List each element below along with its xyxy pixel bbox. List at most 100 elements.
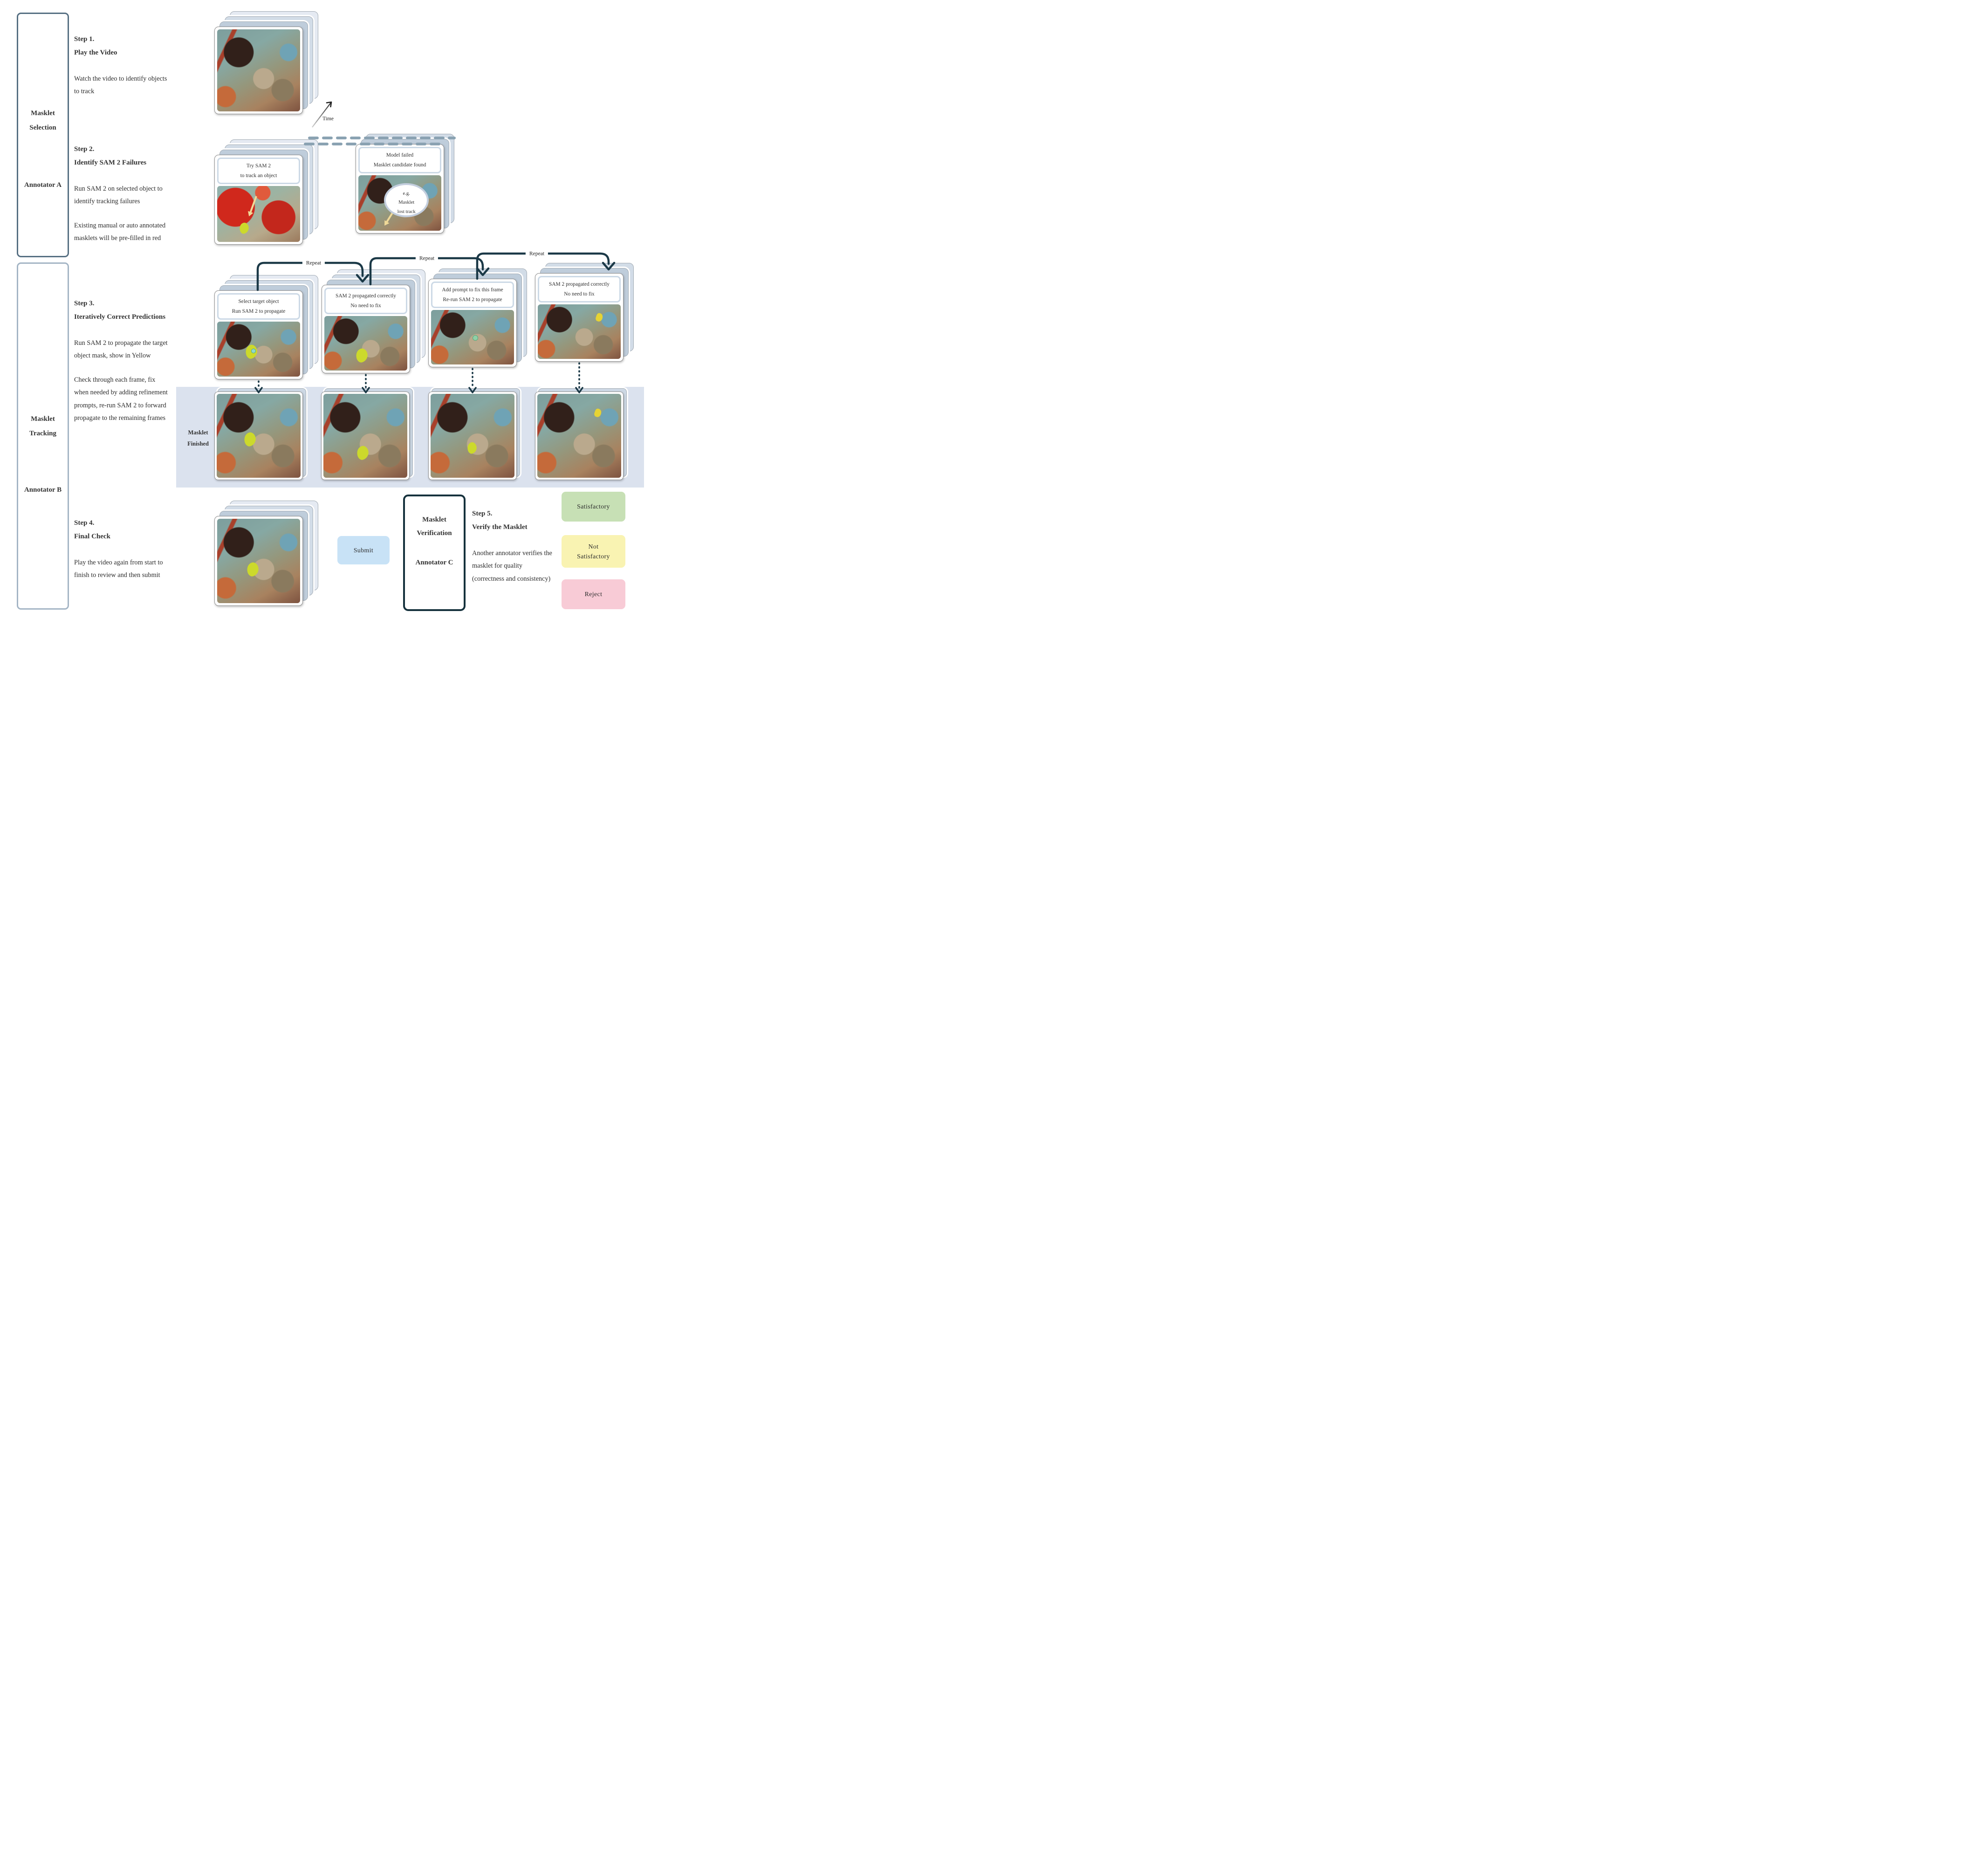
submit-label: Submit xyxy=(353,546,374,554)
verdict-reject-button[interactable]: Reject xyxy=(562,579,625,609)
caption-card: SAM 2 propagated correctly No need to fi… xyxy=(324,288,407,315)
step-1-body: Watch the video to identify objects to t… xyxy=(74,75,167,96)
verdict-label: Reject xyxy=(584,591,603,598)
submit-button[interactable]: Submit xyxy=(337,536,390,564)
verification-title: Masklet Verification xyxy=(417,516,452,537)
caption-line: SAM 2 propagated correctly xyxy=(335,293,396,299)
frame-card: Select target object Run SAM 2 to propag… xyxy=(214,290,303,379)
click-prompt-dot xyxy=(251,348,256,353)
time-arrowhead-icon xyxy=(326,101,332,108)
caption-line: Run SAM 2 to propagate xyxy=(232,308,286,314)
step-5-number: Step 5. xyxy=(472,510,493,517)
frame-card: Add prompt to fix this frame Re-run SAM … xyxy=(428,279,517,367)
annotation-workflow-diagram: Masklet Selection Annotator A Masklet Tr… xyxy=(0,0,656,625)
click-prompt-dot xyxy=(473,335,478,341)
caption-card: Add prompt to fix this frame Re-run SAM … xyxy=(431,282,514,309)
caption-line: Re-run SAM 2 to propagate xyxy=(443,296,502,302)
video-stack-step2-try: Try SAM 2 to track an object xyxy=(214,139,318,245)
step-3-number: Step 3. xyxy=(74,300,95,307)
video-frame-photo: e.g. Masklet lost track xyxy=(358,175,441,231)
yellow-mask-blob xyxy=(466,441,478,455)
video-stack-step3-1: Select target object Run SAM 2 to propag… xyxy=(214,275,318,379)
callout-line: Masklet xyxy=(398,200,415,206)
video-frame-photo xyxy=(431,394,514,478)
frame-card: Model failed Masklet candidate found e.g… xyxy=(356,144,444,234)
step-3-body-2: Check through each frame, fix when neede… xyxy=(74,376,168,422)
verification-box: Masklet Verification Annotator C xyxy=(403,495,466,611)
repeat-label-3: Repeat xyxy=(525,250,548,257)
step-2-number: Step 2. xyxy=(74,145,95,153)
step-5-body: Another annotator verifies the masklet f… xyxy=(472,549,552,583)
frame-card: SAM 2 propagated correctly No need to fi… xyxy=(535,273,624,362)
step-3-body-1: Run SAM 2 to propagate the target object… xyxy=(74,339,168,360)
lane-masklet-selection: Masklet Selection Annotator A xyxy=(17,13,69,257)
yellow-mask-blob xyxy=(245,561,260,577)
video-stack-step3-4: SAM 2 propagated correctly No need to fi… xyxy=(535,263,634,362)
yellow-mask-blob xyxy=(354,347,369,364)
frame-card xyxy=(428,392,517,480)
callout-line: lost track xyxy=(397,209,416,214)
verdict-label: Not Satisfactory xyxy=(577,543,610,560)
step-4-number: Step 4. xyxy=(74,519,95,527)
caption-line: Try SAM 2 xyxy=(246,163,271,169)
verdict-not-satisfactory-button[interactable]: Not Satisfactory xyxy=(562,535,625,568)
frame-card xyxy=(535,392,624,480)
video-stack-step4 xyxy=(214,501,318,606)
frame-card xyxy=(214,516,303,606)
lost-track-callout: e.g. Masklet lost track xyxy=(384,183,429,218)
repeat-label-1: Repeat xyxy=(302,260,325,266)
frame-card xyxy=(214,392,303,480)
step-4-text: Step 4. Final Check Play the video again… xyxy=(74,516,171,582)
video-frame-photo xyxy=(217,29,300,111)
caption-line: No need to fix xyxy=(350,302,381,309)
video-stack-step1 xyxy=(214,11,318,114)
lane-masklet-tracking: Masklet Tracking Annotator B xyxy=(17,262,69,610)
step-3-text: Step 3. Iteratively Correct Predictions … xyxy=(74,297,171,425)
step-1-text: Step 1. Play the Video Watch the video t… xyxy=(74,33,171,98)
video-frame-photo xyxy=(217,519,300,603)
caption-line: to track an object xyxy=(240,172,277,179)
step-4-body: Play the video again from start to finis… xyxy=(74,558,163,579)
caption-line: Add prompt to fix this frame xyxy=(442,287,503,293)
video-frame-photo xyxy=(217,394,301,478)
frame-card xyxy=(321,392,410,480)
yellow-mask-blob xyxy=(238,222,250,235)
repeat-label-2: Repeat xyxy=(415,255,439,261)
masklet-finished-label: Masklet Finished xyxy=(187,429,209,447)
lane-annotator: Annotator A xyxy=(24,181,62,189)
pointer-arrow-icon xyxy=(248,195,257,215)
video-frame-photo xyxy=(324,316,407,371)
caption-line: Model failed xyxy=(386,152,414,158)
video-frame-photo-prefilled-red xyxy=(217,186,300,242)
caption-line: Masklet candidate found xyxy=(373,162,426,168)
callout-line: e.g. xyxy=(403,191,410,196)
finished-frame-4 xyxy=(535,388,627,480)
caption-line: SAM 2 propagated correctly xyxy=(548,282,610,287)
frame-card xyxy=(214,27,303,114)
caption-card: SAM 2 propagated correctly No need to fi… xyxy=(538,276,621,303)
video-frame-photo xyxy=(323,394,407,478)
step-5-title: Verify the Masklet xyxy=(472,523,528,531)
lane-annotator: Annotator B xyxy=(24,486,62,494)
step-5-text: Step 5. Verify the Masklet Another annot… xyxy=(472,507,554,585)
caption-card: Try SAM 2 to track an object xyxy=(217,158,300,185)
yellow-mask-blob xyxy=(355,444,370,461)
finished-frame-2 xyxy=(321,388,413,480)
step-1-number: Step 1. xyxy=(74,35,95,43)
caption-line: Select target object xyxy=(238,299,279,304)
time-arrow-icon xyxy=(312,102,332,128)
time-label: Time xyxy=(322,116,334,122)
finished-frame-1 xyxy=(214,388,306,480)
frame-card: SAM 2 propagated correctly No need to fi… xyxy=(322,285,410,373)
step-2-body-2: Existing manual or auto annotated maskle… xyxy=(74,221,166,242)
verification-annotator: Annotator C xyxy=(415,559,453,566)
video-stack-step3-2: SAM 2 propagated correctly No need to fi… xyxy=(322,269,425,373)
video-frame-photo xyxy=(537,394,621,478)
yellow-mask-blob xyxy=(593,408,603,419)
step-3-title: Iteratively Correct Predictions xyxy=(74,313,166,321)
verdict-satisfactory-button[interactable]: Satisfactory xyxy=(562,492,625,522)
video-frame-photo xyxy=(431,310,514,364)
step-2-body-1: Run SAM 2 on selected object to identify… xyxy=(74,185,163,206)
frame-card: Try SAM 2 to track an object xyxy=(214,155,303,245)
yellow-mask-blob xyxy=(595,312,604,323)
